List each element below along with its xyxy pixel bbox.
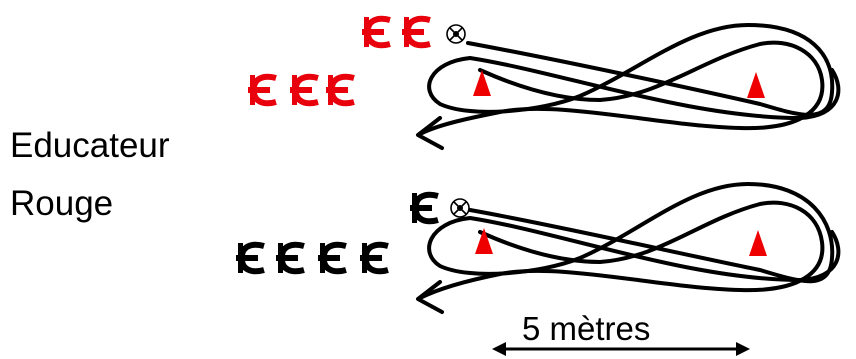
cone-icon xyxy=(747,72,765,98)
player-figure-icon xyxy=(236,243,264,273)
player-figure-icon xyxy=(360,243,388,273)
coach-label-line1: Educateur xyxy=(10,126,170,165)
cone-icon xyxy=(475,228,493,254)
red-group xyxy=(248,17,430,105)
player-figure-icon xyxy=(362,17,390,47)
arrowhead-icon xyxy=(416,280,444,314)
player-figure-icon xyxy=(248,75,276,105)
player-figure-icon xyxy=(326,75,354,105)
distance-arrow xyxy=(492,342,750,356)
player-figure-icon xyxy=(276,243,304,273)
arrowhead-icon xyxy=(416,116,444,150)
course-path-top-return xyxy=(418,40,825,136)
course-path-top xyxy=(427,23,841,120)
ball-icon xyxy=(446,24,466,44)
distance-label: 5 mètres xyxy=(522,310,651,347)
course-path-bottom-return xyxy=(418,200,825,300)
course-path-bottom xyxy=(427,182,841,284)
course-bottom xyxy=(416,182,841,314)
cone-icon xyxy=(749,230,767,256)
player-figure-icon xyxy=(318,243,346,273)
black-group xyxy=(236,193,438,273)
course-top xyxy=(416,23,841,150)
player-figure-icon xyxy=(402,17,430,47)
player-figure-icon xyxy=(290,75,318,105)
player-figure-icon xyxy=(410,193,438,223)
ball-icon xyxy=(450,198,470,218)
coach-label-line2: Rouge xyxy=(10,184,114,223)
